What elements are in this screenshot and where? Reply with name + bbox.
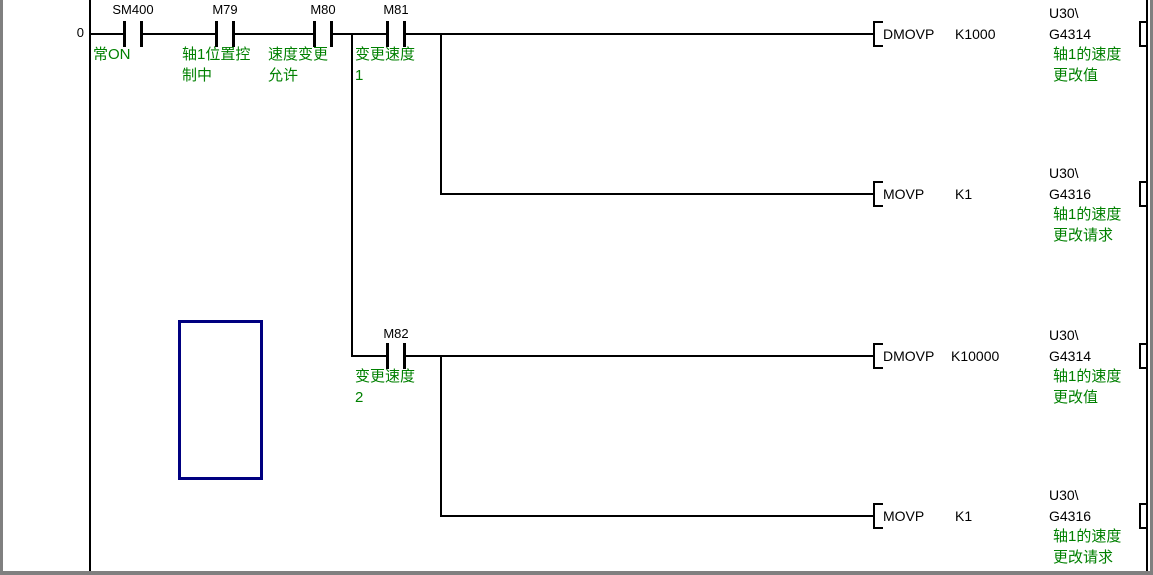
instruction-4-close-bracket [1139,503,1147,529]
wire-branch-movp-1 [440,193,873,195]
instruction-2-operand[interactable]: K1 [955,186,973,202]
wire-junction-branch-top [440,33,442,195]
instruction-3-mnemonic[interactable]: DMOVP [883,348,935,364]
instruction-3-device-line2[interactable]: G4314 [1049,348,1092,364]
contact-sm400[interactable] [123,21,143,47]
instruction-1-close-bracket [1139,21,1147,47]
instruction-2-comment-line1: 轴1的速度 [1053,206,1122,223]
contact-m81-comment-line1: 变更速度 [355,46,416,63]
rung-step-number: 0 [76,25,84,40]
instruction-3-operand[interactable]: K10000 [951,348,1000,364]
instruction-2-open-bracket [873,181,883,207]
instruction-1-device-line1: U30\ [1049,5,1079,21]
instruction-4-comment-line2: 更改请求 [1053,549,1114,566]
wire-m82-rung [351,355,873,357]
wire-main-rung [89,33,873,35]
contact-m80-label: M80 [310,2,336,17]
contact-m80[interactable] [313,21,333,47]
right-power-rail [1146,0,1148,575]
instruction-3-comment-line2: 更改值 [1053,389,1099,406]
contact-sm400-label: SM400 [112,2,154,17]
wire-branch-movp-2 [440,515,873,517]
wire-junction-branch-bottom [440,355,442,517]
instruction-4-device-line2[interactable]: G4316 [1049,508,1092,524]
contact-m80-comment-line2: 允许 [268,67,299,84]
instruction-1-device-line2[interactable]: G4314 [1049,26,1092,42]
contact-m82-comment-line2: 2 [355,389,364,406]
instruction-3-device-line1: U30\ [1049,327,1079,343]
instruction-4-operand[interactable]: K1 [955,508,973,524]
contact-m82-label: M82 [383,326,409,341]
contact-m79-label: M79 [212,2,238,17]
instruction-1-open-bracket [873,21,883,47]
contact-m81[interactable] [386,21,406,47]
instruction-2-mnemonic[interactable]: MOVP [883,186,925,202]
instruction-4-device-line1: U30\ [1049,487,1079,503]
instruction-3-close-bracket [1139,343,1147,369]
instruction-4-mnemonic[interactable]: MOVP [883,508,925,524]
instruction-3-comment-line1: 轴1的速度 [1053,368,1122,385]
contact-m82-comment-line1: 变更速度 [355,368,416,385]
instruction-2-device-line2[interactable]: G4316 [1049,186,1092,202]
instruction-1-operand[interactable]: K1000 [955,26,996,42]
wire-junction-to-m82 [351,33,353,357]
instruction-1-comment-line1: 轴1的速度 [1053,46,1122,63]
window-border-bottom [0,571,1153,575]
instruction-2-comment-line2: 更改请求 [1053,227,1114,244]
contact-m79-comment-line2: 制中 [182,67,213,84]
instruction-1-mnemonic[interactable]: DMOVP [883,26,935,42]
instruction-2-close-bracket [1139,181,1147,207]
contact-sm400-comment-line1: 常ON [93,46,131,63]
instruction-2-device-line1: U30\ [1049,165,1079,181]
contact-m82[interactable] [386,343,406,369]
contact-m81-comment-line2: 1 [355,67,364,84]
contact-m79[interactable] [215,21,235,47]
instruction-3-open-bracket [873,343,883,369]
instruction-1-comment-line2: 更改值 [1053,67,1099,84]
left-power-rail [89,0,91,575]
window-border-right [1150,0,1153,575]
instruction-4-comment-line1: 轴1的速度 [1053,528,1122,545]
contact-m80-comment-line1: 速度变更 [268,46,329,63]
window-border-left [0,0,3,575]
instruction-4-open-bracket [873,503,883,529]
contact-m81-label: M81 [383,2,409,17]
contact-m79-comment-line1: 轴1位置控 [182,46,251,63]
selection-cursor[interactable] [178,320,263,480]
